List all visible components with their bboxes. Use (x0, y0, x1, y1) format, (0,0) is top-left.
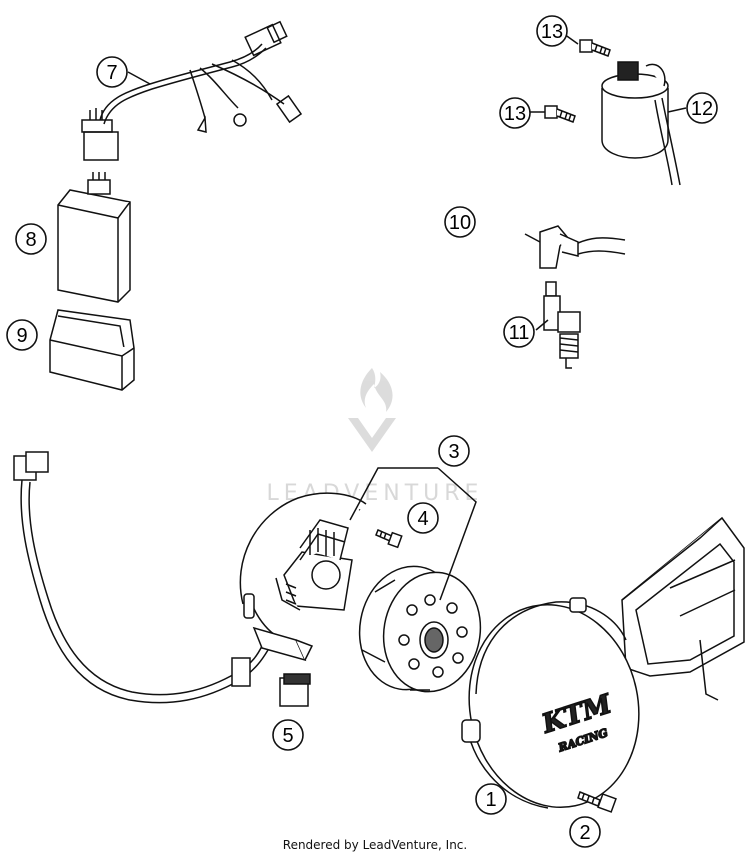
callout-2-label: 2 (579, 822, 590, 844)
callout-9-label: 9 (16, 325, 27, 347)
spark-plug (543, 281, 581, 369)
callout-13-lower[interactable]: 13 (499, 97, 531, 129)
wiring-harness (81, 20, 303, 161)
callout-11-label: 11 (509, 322, 530, 344)
stator-screw (375, 529, 403, 549)
callout-10[interactable]: 10 (444, 206, 476, 238)
cover-screw (577, 791, 617, 813)
grommet-seal (279, 673, 311, 707)
callout-7[interactable]: 7 (96, 56, 128, 88)
callout-12[interactable]: 12 (686, 92, 718, 124)
callout-4-label: 4 (417, 508, 428, 530)
callout-9[interactable]: 9 (6, 319, 38, 351)
callout-13-upper-label: 13 (541, 21, 563, 43)
callout-12-label: 12 (691, 98, 713, 120)
callout-7-label: 7 (106, 62, 117, 84)
cdi-unit (57, 172, 131, 303)
coil-screw-upper (579, 39, 611, 57)
callout-8[interactable]: 8 (15, 223, 47, 255)
callout-1[interactable]: 1 (475, 783, 507, 815)
callout-13-lower-label: 13 (504, 103, 526, 125)
stator-plate (239, 492, 367, 662)
callout-3[interactable]: 3 (438, 435, 470, 467)
callout-5[interactable]: 5 (272, 719, 304, 751)
callout-5-label: 5 (282, 725, 293, 747)
callout-2[interactable]: 2 (569, 816, 601, 848)
flywheel-rotor (358, 565, 482, 693)
callout-8-label: 8 (25, 229, 36, 251)
spark-plug-cap (539, 225, 626, 269)
watermark-v-icon (348, 418, 396, 452)
ignition-cover: KTM RACING (461, 516, 745, 809)
watermark-flame-icon (360, 368, 393, 412)
callout-11[interactable]: 11 (503, 316, 535, 348)
callout-3-label: 3 (448, 441, 459, 463)
watermark: LEADVENTURE (267, 368, 478, 506)
callout-10-label: 10 (449, 212, 471, 234)
callout-1-label: 1 (485, 789, 496, 811)
coil-screw-lower (544, 105, 576, 123)
stator-cable (13, 451, 269, 704)
cdi-holder (49, 309, 135, 391)
callout-4[interactable]: 4 (407, 502, 439, 534)
footer-credit: Rendered by LeadVenture, Inc. (282, 838, 468, 852)
leader-lines (127, 33, 687, 601)
ignition-coil (601, 61, 681, 186)
callout-13-upper[interactable]: 13 (536, 15, 568, 47)
